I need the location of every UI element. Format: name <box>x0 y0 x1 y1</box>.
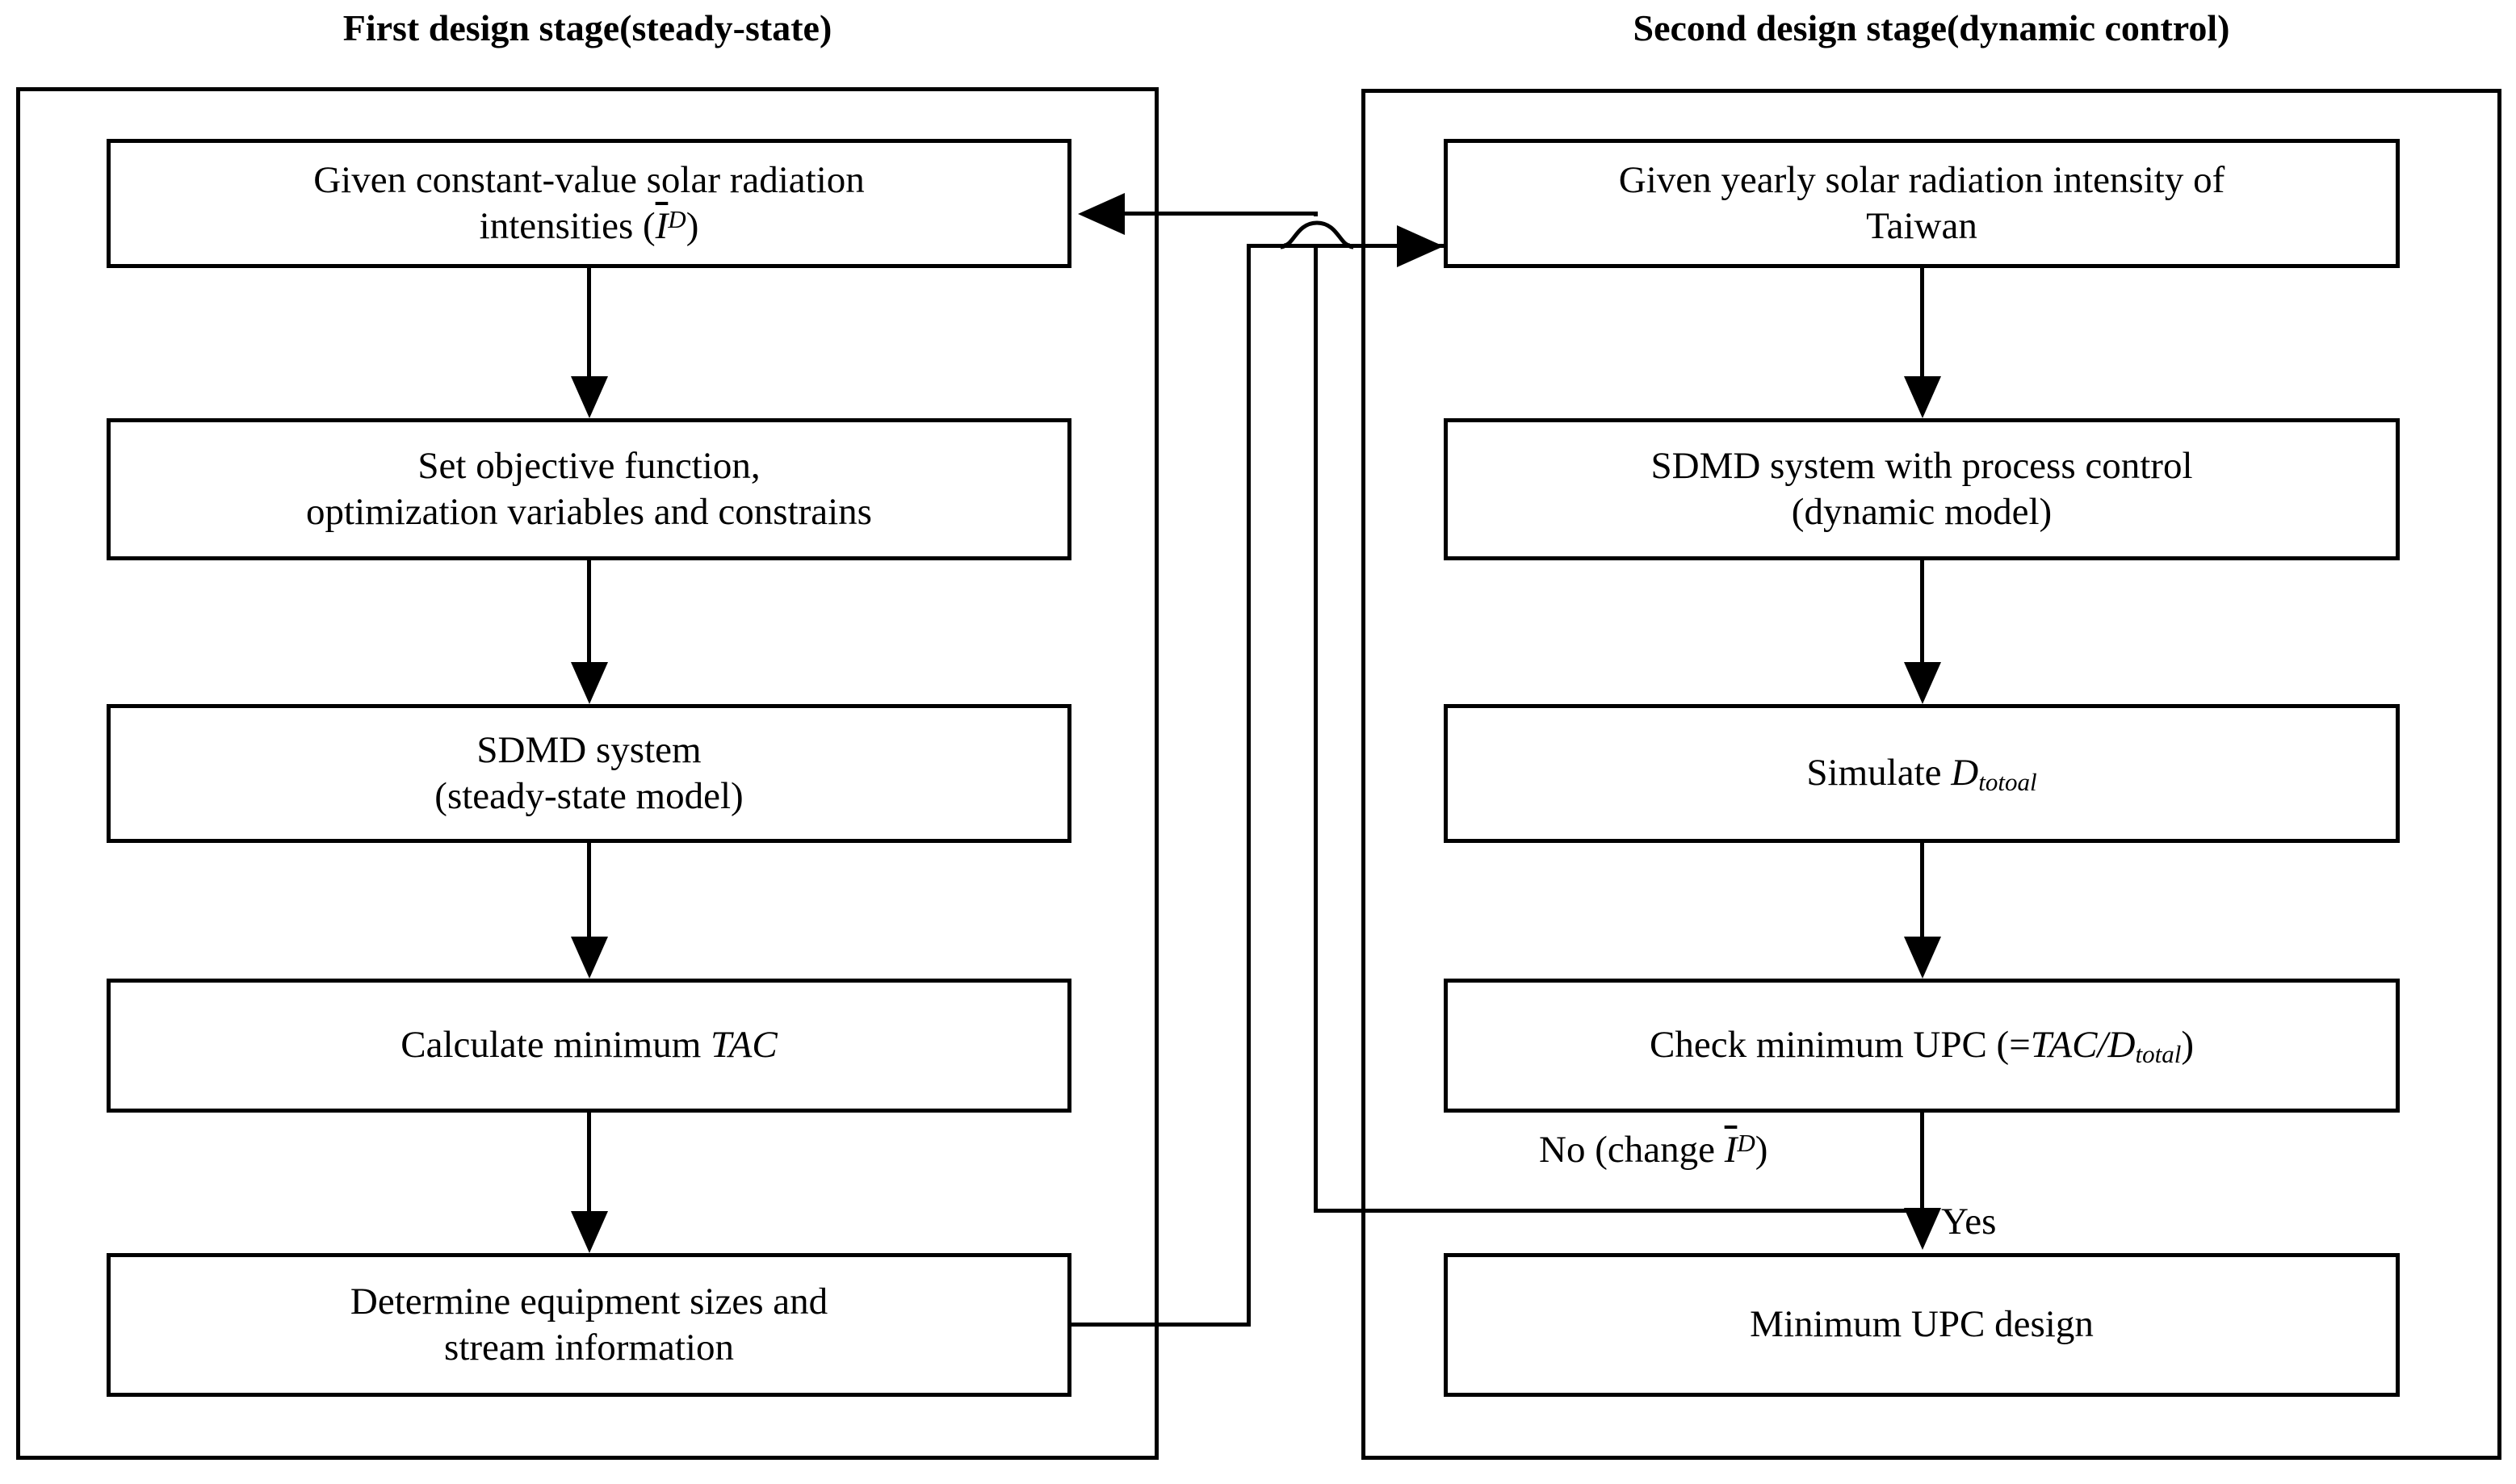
node-r4-sub: total <box>2135 1039 2182 1068</box>
connector-r4-r5-yes <box>1920 1113 1924 1208</box>
arrowhead-l1-l2 <box>571 376 608 418</box>
edge-label-yes: Yes <box>1941 1201 1997 1243</box>
node-l5-line1: Determine equipment sizes and <box>350 1280 828 1323</box>
node-l1-line2-post: ) <box>686 205 699 247</box>
node-l2-line1: Set objective function, <box>417 444 761 487</box>
node-r4-post: ) <box>2181 1023 2194 1066</box>
node-given-yearly-solar-radiation[interactable]: Given yearly solar radiation intensity o… <box>1444 139 2400 268</box>
edge-label-no-pre: No (change <box>1539 1129 1725 1172</box>
stage-title-second: Second design stage(dynamic control) <box>1633 7 2230 48</box>
edge-label-no-sup: D <box>1737 1129 1755 1157</box>
node-r2-line1: SDMD system with process control <box>1650 444 2193 487</box>
connector-l4-l5 <box>587 1113 591 1211</box>
node-l1-line1: Given constant-value solar radiation <box>313 158 865 201</box>
node-simulate-dtotal[interactable]: Simulate Dtotoal <box>1444 704 2400 843</box>
arrowhead-l4-l5 <box>571 1211 608 1253</box>
feedback2-segment-v <box>1314 212 1318 1213</box>
node-l3-line1: SDMD system <box>476 728 702 771</box>
node-l4-line1-pre: Calculate minimum <box>400 1024 711 1067</box>
node-determine-equipment-sizes[interactable]: Determine equipment sizes and stream inf… <box>107 1253 1071 1397</box>
arrowhead-r3-r4 <box>1904 937 1941 979</box>
stage-title-first: First design stage(steady-state) <box>342 7 832 48</box>
arrowhead-r1-r2 <box>1904 376 1941 418</box>
feedback2-segment-h-bottom <box>1314 1209 1924 1213</box>
node-r4-var-tac: TAC <box>2030 1023 2098 1066</box>
arrowhead-feedback2 <box>1078 193 1125 235</box>
node-l1-var: I <box>655 205 669 247</box>
node-r1-line1: Given yearly solar radiation intensity o… <box>1618 158 2225 201</box>
arrowhead-l2-l3 <box>571 662 608 704</box>
node-l1-sup: D <box>668 204 686 233</box>
arrowhead-r2-r3 <box>1904 662 1941 704</box>
node-r3-var-d: D <box>1951 751 1979 794</box>
node-sdmd-system-steady-state[interactable]: SDMD system (steady-state model) <box>107 704 1071 843</box>
arrowhead-r4-r5-yes <box>1904 1208 1941 1250</box>
arrowhead-l3-l4 <box>571 937 608 979</box>
node-r3-sub: totoal <box>1978 767 2037 796</box>
node-l2-line2: optimization variables and constrains <box>306 491 872 533</box>
edge-label-no-var: I <box>1724 1129 1738 1172</box>
node-l5-line2: stream information <box>444 1327 734 1369</box>
node-sdmd-system-process-control[interactable]: SDMD system with process control (dynami… <box>1444 418 2400 560</box>
node-r3-line1-pre: Simulate <box>1806 751 1952 794</box>
stage-container-second <box>1361 89 2501 1460</box>
node-l1-line2-pre: intensities ( <box>479 205 656 247</box>
connector-l2-l3 <box>587 560 591 662</box>
node-r2-line2: (dynamic model) <box>1791 491 2053 533</box>
arrowhead-feedback1 <box>1397 225 1444 267</box>
connector-r2-r3 <box>1920 560 1924 662</box>
feedback1-segment-v <box>1247 244 1251 1327</box>
node-r1-line2: Taiwan <box>1866 205 1977 247</box>
node-given-constant-solar-radiation[interactable]: Given constant-value solar radiation int… <box>107 139 1071 268</box>
stage-container-first <box>16 87 1159 1460</box>
feedback2-segment-h-top <box>1125 212 1318 216</box>
node-r4-pre: Check minimum UPC (= <box>1650 1023 2031 1066</box>
node-l3-line2: (steady-state model) <box>434 775 744 817</box>
node-l4-var-tac: TAC <box>711 1024 778 1067</box>
node-calculate-minimum-tac[interactable]: Calculate minimum TAC <box>107 979 1071 1113</box>
edge-label-no: No (change ID) <box>1534 1129 1773 1172</box>
node-check-minimum-upc[interactable]: Check minimum UPC (=TAC/Dtotal) <box>1444 979 2400 1113</box>
edge-label-no-post: ) <box>1755 1129 1768 1172</box>
node-r4-var-d: D <box>2107 1023 2136 1066</box>
node-r4-slash: / <box>2097 1023 2108 1066</box>
node-set-objective-function[interactable]: Set objective function, optimization var… <box>107 418 1071 560</box>
feedback1-segment-h-bottom <box>1071 1323 1251 1327</box>
node-r5-line1: Minimum UPC design <box>1750 1303 2094 1346</box>
connector-l3-l4 <box>587 843 591 937</box>
connector-r3-r4 <box>1920 843 1924 937</box>
connector-l1-l2 <box>587 268 591 376</box>
node-minimum-upc-design[interactable]: Minimum UPC design <box>1444 1253 2400 1397</box>
connector-r1-r2 <box>1920 268 1924 376</box>
wire-hop-icon <box>1281 216 1353 249</box>
